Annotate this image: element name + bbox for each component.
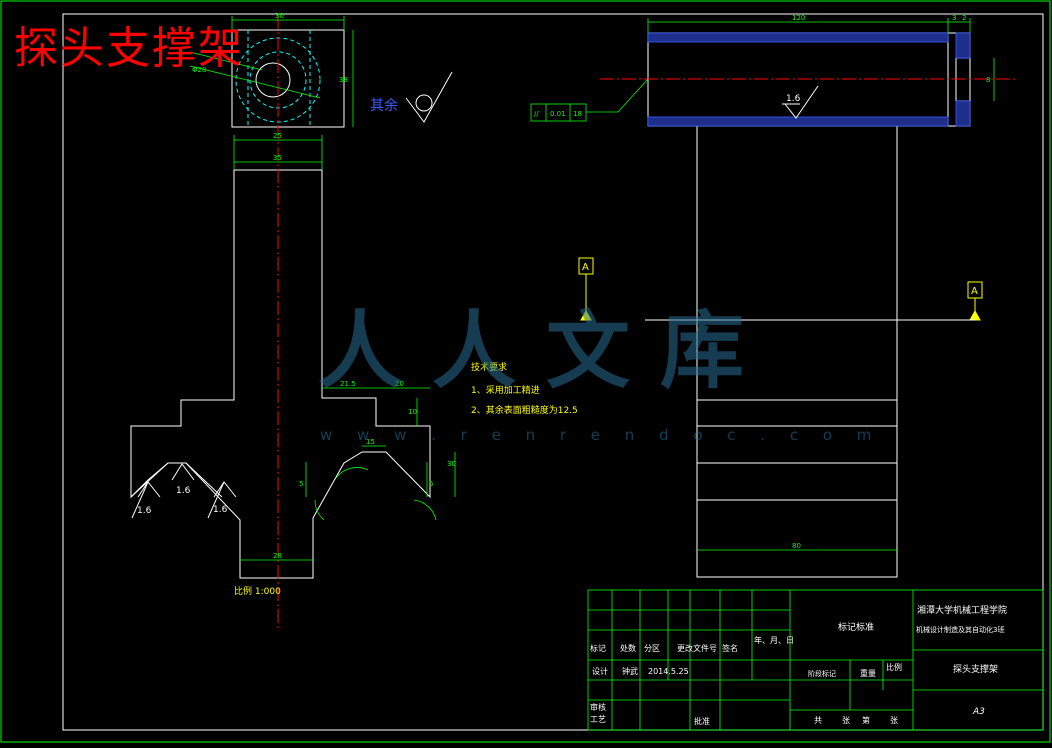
section-markers [578,257,983,321]
tb-sheet-size: A3 [972,707,985,717]
roughness-side-label: 1.6 [786,94,801,104]
tb-sheet-no: 第 [862,715,870,725]
tb-date-label: 年、月、日 [754,635,794,645]
dim-5-right: 5 [429,480,433,488]
tb-sheets: 张 [842,716,850,725]
bore-circle [255,62,291,98]
tb-count: 处数 [620,643,636,653]
section-label-left: A [582,262,589,273]
dim-30: 30 [447,460,456,468]
dim-10: 10 [408,408,417,416]
watermark-url: w w w . r e n r e n d o c . c o m [320,426,882,444]
tb-signature: 签名 [722,643,738,653]
dim-phi: Φ28 [192,66,206,74]
remaining-roughness-symbol [405,71,453,123]
tb-scale: 比例 [886,662,902,672]
scale-note: 比例 1:000 [234,585,281,597]
tb-review: 审核 [590,702,606,712]
tb-mark: 标记 [590,643,606,653]
tech-item-1: 1、采用加工精进 [471,384,540,396]
tech-item-2: 2、其余表面粗糙度为12.5 [471,404,578,416]
tolerance-value: 0.01 [550,110,566,118]
title-block [587,589,1044,731]
tb-total: 共 [814,716,822,725]
dim-21-5: 21.5 [340,380,356,388]
tolerance-symbol: // [534,110,539,118]
tb-weight: 重量 [860,668,876,678]
tb-zone: 分区 [644,644,660,653]
roughness-label-3: 1.6 [213,505,228,515]
tb-process: 工艺 [590,715,606,724]
dim-right-8: 8 [986,76,990,84]
dim-top-30: 30 [275,12,284,20]
watermark-text: 人人文库 [318,301,775,400]
dim-bottom-28: 28 [273,552,282,560]
section-label-right: A [971,286,978,297]
roughness-label-2: 1.6 [176,486,191,496]
dim-right-120: 120 [792,14,805,22]
v-notch-left [130,462,169,498]
tb-design: 设计 [592,666,608,676]
dim-top-25: 25 [273,132,282,140]
tolerance-frame [530,103,587,122]
remaining-roughness-label: 其余 [370,97,398,114]
side-dimensions [586,18,995,551]
dim-right-80: 80 [792,542,801,550]
tb-designer: 钟武 [622,666,638,676]
tolerance-datum: 18 [573,110,582,118]
tb-stage-mark: 阶段标记 [808,669,836,678]
dim-top-35: 35 [273,154,282,162]
tb-approve: 批准 [694,716,710,726]
tb-design-date: 2014.5.25 [648,667,689,676]
roughness-label-1: 1.6 [137,506,152,516]
dim-15: 15 [366,438,375,446]
tb-material: 标记标准 [838,621,874,633]
tube-hatching [647,32,971,127]
tb-part-name: 探头支撑架 [953,663,998,675]
dim-right-3: 3 [952,14,956,22]
roughness-side [782,85,819,119]
tb-school: 湘潭大学机械工程学院 [917,604,1007,616]
inner-frame [62,13,1044,731]
tech-heading: 技术要求 [471,361,507,373]
dim-20: 20 [395,380,404,388]
tb-course: 机械设计制造及其自动化3班 [916,625,1004,634]
dim-side-38: 38 [339,76,348,84]
tb-sheet-unit: 张 [890,716,898,725]
technical-requirements: 技术要求 1、采用加工精进 2、其余表面粗糙度为12.5 [471,361,578,416]
dim-right-2: 2 [962,14,966,22]
roughness-front [131,463,237,519]
front-dimensions [189,16,456,561]
v-notch-right [185,462,223,498]
tb-change-doc: 更改文件号 [677,643,717,653]
head-block [231,29,345,128]
drawing-title-overlay: 探头支撑架 [14,23,244,74]
dim-5-left: 5 [299,480,303,488]
body-outline [130,169,431,579]
